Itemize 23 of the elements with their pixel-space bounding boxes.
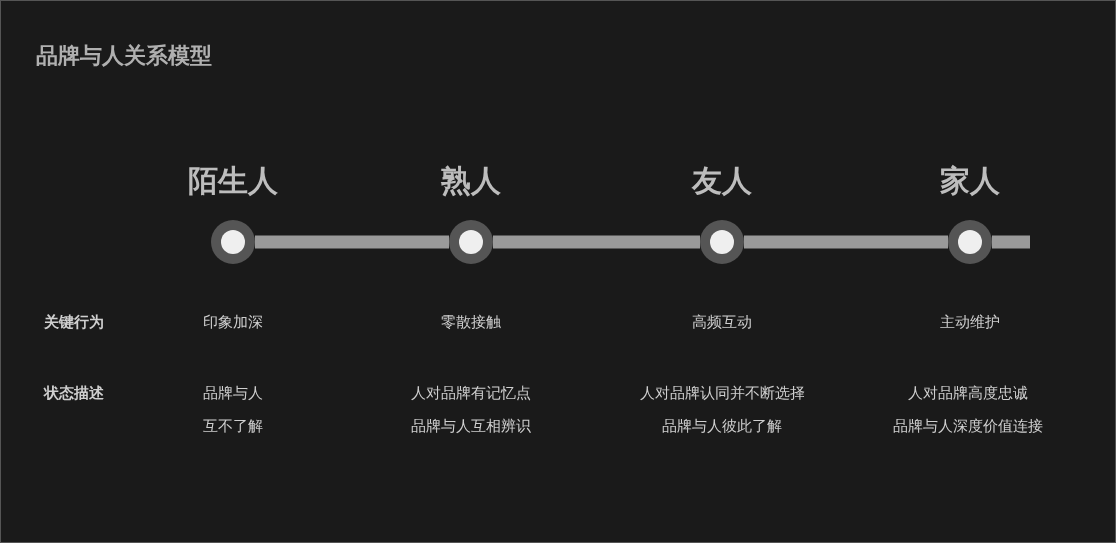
table-text: 印象加深 xyxy=(203,312,263,332)
table-text: 品牌与人深度价值连接 xyxy=(893,416,1043,436)
timeline-bar xyxy=(992,235,1030,249)
title: 品牌与人关系模型 xyxy=(36,42,212,70)
row-header: 关键行为 xyxy=(44,312,104,332)
timeline-bar xyxy=(493,235,700,249)
table-text: 高频互动 xyxy=(692,312,752,332)
table-text: 人对品牌认同并不断选择 xyxy=(639,383,805,403)
table-text: 互不了解 xyxy=(203,416,263,436)
table-text: 人对品牌高度忠诚 xyxy=(908,383,1028,403)
stage-heading: 家人 xyxy=(939,162,1001,200)
stage-heading: 友人 xyxy=(690,162,753,200)
table-text: 品牌与人彼此了解 xyxy=(662,416,782,436)
stage-heading: 陌生人 xyxy=(187,162,279,200)
table-text: 品牌与人互相辨识 xyxy=(411,416,531,436)
table-text: 主动维护 xyxy=(940,312,1000,332)
stage-heading: 熟人 xyxy=(440,162,502,200)
row-header: 状态描述 xyxy=(44,383,104,403)
table-text: 品牌与人 xyxy=(203,383,263,403)
table-text: 人对品牌有记忆点 xyxy=(411,383,531,403)
timeline-bar xyxy=(744,235,948,249)
table-text: 零散接触 xyxy=(441,312,501,332)
timeline-bar xyxy=(255,235,449,249)
